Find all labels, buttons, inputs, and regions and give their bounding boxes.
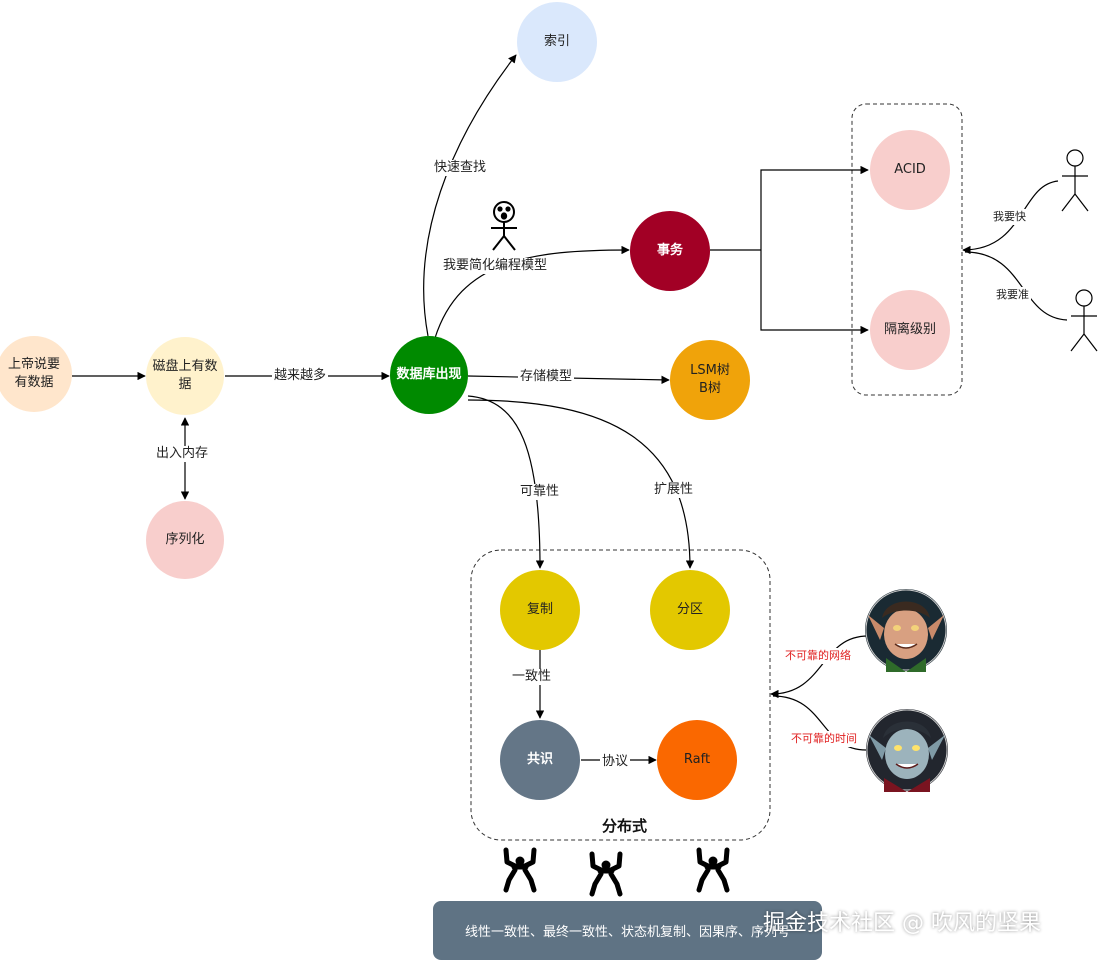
node-god-data[interactable]: 上帝说要 有数据 (0, 336, 72, 412)
label-protocol: 协议 (600, 754, 631, 770)
node-god-data-label: 上帝说要 有数据 (7, 357, 60, 390)
node-partition-label: 分区 (676, 602, 703, 617)
label-more-and-more: 越来越多 (272, 368, 329, 384)
label-consistency: 一致性 (510, 669, 554, 685)
node-index[interactable]: 索引 (517, 2, 597, 82)
node-consensus[interactable]: 共识 (500, 720, 580, 800)
node-db-appear-label: 数据库出现 (396, 367, 462, 382)
edge-accurate-to-group (964, 251, 1068, 321)
banner-text: 线性一致性、最终一致性、状态机复制、因果序、序列号 (464, 925, 790, 940)
edge-transaction-to-isolation (760, 250, 869, 335)
elf-avatar-icon (865, 589, 947, 672)
node-replication-label: 复制 (526, 602, 553, 617)
distributed-group-title: 分布式 (602, 817, 648, 835)
label-reliability: 可靠性 (518, 484, 562, 500)
distributed-group-box (470, 549, 771, 841)
edge-network-to-group (770, 635, 869, 699)
edge-time-to-group (772, 695, 867, 751)
node-transaction-label: 事务 (656, 243, 683, 258)
weightlifter-icon (503, 847, 730, 897)
node-replication[interactable]: 复制 (500, 570, 580, 650)
node-disk-data-label: 磁盘上有数 据 (152, 359, 218, 392)
label-want-accurate: 我要准 (994, 287, 1031, 303)
edge-db-to-index (423, 54, 517, 337)
stick-figure-icon (1061, 149, 1089, 212)
acid-group-box (851, 103, 963, 396)
node-lsm-btree-label: LSM树 B树 (690, 363, 730, 396)
node-consensus-label: 共识 (526, 752, 553, 767)
edge-db-to-partition (467, 399, 695, 569)
label-storage-model: 存储模型 (518, 369, 575, 385)
node-serialize-label: 序列化 (165, 532, 205, 547)
surprised-person-icon (491, 201, 517, 251)
node-db-appear[interactable]: 数据库出现 (390, 336, 468, 414)
vampire-elf-avatar-icon (866, 709, 948, 792)
watermark: 掘金技术社区 @ 吹风的坚果 (763, 911, 1041, 936)
edge-transaction-to-acid (760, 165, 869, 250)
consistency-banner: 线性一致性、最终一致性、状态机复制、因果序、序列号 (433, 901, 822, 960)
label-unreliable-network: 不可靠的网络 (783, 648, 853, 664)
node-partition[interactable]: 分区 (650, 570, 730, 650)
node-lsm-btree[interactable]: LSM树 B树 (670, 340, 750, 420)
node-disk-data[interactable]: 磁盘上有数 据 (146, 337, 224, 415)
node-isolation[interactable]: 隔离级别 (870, 290, 950, 370)
node-raft-label: Raft (683, 752, 711, 767)
node-acid-label: ACID (894, 162, 926, 177)
node-acid[interactable]: ACID (870, 130, 950, 210)
node-raft[interactable]: Raft (657, 720, 737, 800)
stick-figure-icon (1070, 289, 1098, 352)
node-index-label: 索引 (543, 34, 570, 49)
edge-db-to-replication (467, 395, 545, 569)
label-fast-lookup: 快速查找 (432, 160, 489, 176)
label-want-fast: 我要快 (991, 209, 1028, 225)
node-transaction[interactable]: 事务 (630, 211, 710, 291)
label-scalability: 扩展性 (652, 482, 696, 498)
node-isolation-label: 隔离级别 (883, 322, 936, 337)
label-simplify-model: 我要简化编程模型 (441, 258, 550, 274)
node-serialize[interactable]: 序列化 (146, 501, 224, 579)
label-unreliable-time: 不可靠的时间 (789, 731, 859, 747)
label-in-out-memory: 出入内存 (154, 446, 211, 462)
